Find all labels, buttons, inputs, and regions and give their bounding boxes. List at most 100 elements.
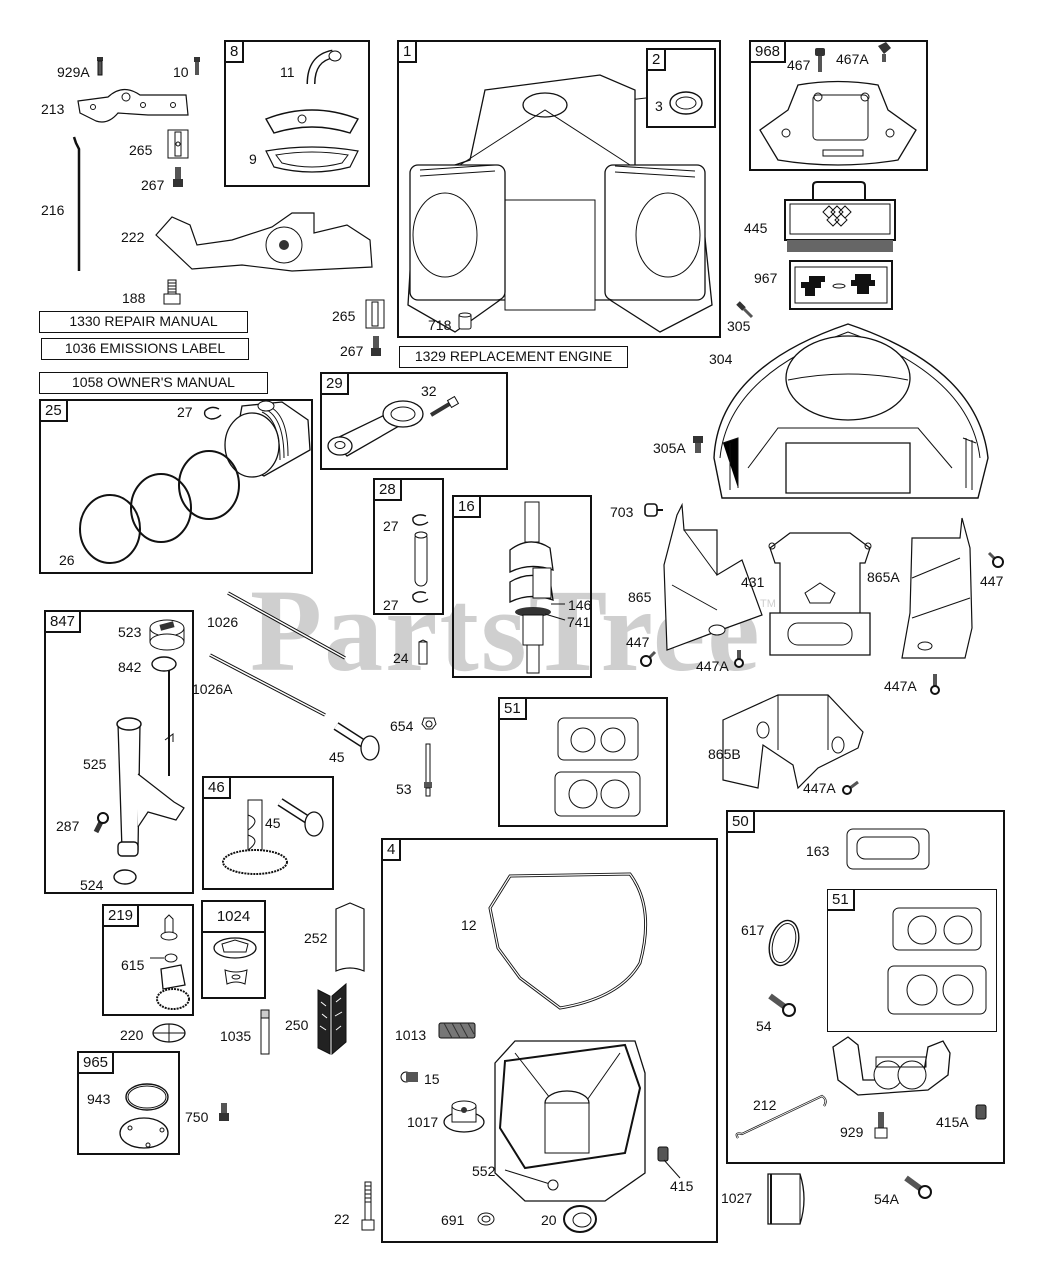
screw-icon[interactable]: [929, 674, 941, 696]
oil-pump-cover-icon[interactable]: [118, 1116, 170, 1150]
part-label-26[interactable]: 26: [59, 552, 75, 568]
part-label-213[interactable]: 213: [41, 101, 65, 117]
part-label-865[interactable]: 865: [628, 589, 652, 605]
part-label-691[interactable]: 691: [441, 1212, 465, 1228]
washer-icon[interactable]: [150, 952, 180, 964]
group-965-box[interactable]: 965: [77, 1051, 180, 1155]
governor-pin-icon[interactable]: [160, 915, 178, 943]
dipstick-icon[interactable]: [163, 670, 175, 780]
part-label-32[interactable]: 32: [421, 383, 437, 399]
part-label-615[interactable]: 615: [121, 957, 145, 973]
part-label-265[interactable]: 265: [332, 308, 356, 324]
note-replacement-engine[interactable]: 1329 REPLACEMENT ENGINE: [399, 346, 628, 368]
carburetor-adapter-icon[interactable]: [760, 528, 880, 658]
key-icon[interactable]: [418, 640, 428, 665]
part-label-11[interactable]: 11: [280, 64, 295, 80]
screw-icon[interactable]: [90, 812, 110, 836]
plug-icon[interactable]: [657, 1146, 669, 1162]
note-owners-manual[interactable]: 1058 OWNER'S MANUAL: [39, 372, 268, 394]
part-label-45[interactable]: 45: [329, 749, 345, 765]
group-219-box[interactable]: 219: [102, 904, 194, 1016]
part-label-304[interactable]: 304: [709, 351, 733, 367]
lower-baffle-icon[interactable]: [718, 690, 866, 790]
group-2-box[interactable]: 2: [646, 48, 716, 128]
muffler-gasket-icon[interactable]: [845, 827, 931, 871]
screw-icon[interactable]: [767, 993, 799, 1019]
wire-clip-icon[interactable]: [643, 502, 665, 520]
part-label-525[interactable]: 525: [83, 756, 107, 772]
crankshaft-icon[interactable]: [505, 500, 565, 675]
oil-filter-screen-mesh-icon[interactable]: [438, 1022, 478, 1040]
part-label-267[interactable]: 267: [141, 177, 165, 193]
part-label-447[interactable]: 447: [626, 634, 650, 650]
connecting-rod-icon[interactable]: [325, 400, 425, 460]
oil-filter-icon[interactable]: [766, 1172, 810, 1226]
part-label-750[interactable]: 750: [185, 1109, 209, 1125]
note-emissions-label[interactable]: 1036 EMISSIONS LABEL: [41, 338, 249, 360]
exhaust-gasket-ring-icon[interactable]: [766, 917, 802, 969]
exhaust-gaskets-icon[interactable]: [886, 904, 990, 1024]
part-label-252[interactable]: 252: [304, 930, 328, 946]
screw-icon[interactable]: [903, 1175, 935, 1201]
breather-gasket-icon[interactable]: [262, 145, 362, 177]
part-label-305[interactable]: 305: [727, 318, 751, 334]
stud-icon[interactable]: [422, 744, 434, 798]
retaining-clip-icon[interactable]: [410, 590, 430, 604]
part-label-27[interactable]: 27: [383, 597, 399, 613]
group-847-box[interactable]: 847: [44, 610, 194, 894]
rod-bolt-icon[interactable]: [429, 397, 459, 417]
oil-pump-rotor-icon[interactable]: [212, 936, 258, 960]
camshaft-icon[interactable]: [218, 790, 333, 885]
screw-icon[interactable]: [639, 650, 657, 668]
group-4-box[interactable]: 4: [381, 838, 718, 1243]
knob-icon[interactable]: [876, 42, 892, 64]
part-label-447A[interactable]: 447A: [803, 780, 836, 796]
part-label-1027[interactable]: 1027: [721, 1190, 753, 1206]
part-label-524[interactable]: 524: [80, 877, 104, 893]
part-label-54A[interactable]: 54A: [874, 1191, 899, 1207]
o-ring-icon[interactable]: [150, 655, 180, 673]
screw-icon[interactable]: [370, 336, 382, 358]
oil-seal-icon[interactable]: [562, 1204, 598, 1234]
group-29-box[interactable]: 29: [320, 372, 508, 470]
part-label-9[interactable]: 9: [249, 151, 257, 167]
seal-icon[interactable]: [477, 1212, 495, 1226]
part-label-20[interactable]: 20: [541, 1212, 557, 1228]
oil-pump-housing-icon[interactable]: [442, 1100, 486, 1134]
engine-block-icon[interactable]: [400, 70, 715, 335]
flange-bolt-icon[interactable]: [360, 1182, 376, 1232]
part-label-741[interactable]: 741: [567, 614, 591, 630]
bolt-icon[interactable]: [192, 57, 202, 77]
part-label-265[interactable]: 265: [129, 142, 153, 158]
screw-icon[interactable]: [840, 780, 860, 796]
part-label-467A[interactable]: 467A: [836, 51, 869, 67]
bolt-icon[interactable]: [873, 1112, 889, 1140]
bolt-icon[interactable]: [95, 57, 105, 77]
group-16-box[interactable]: 16: [452, 495, 592, 678]
part-label-865A[interactable]: 865A: [867, 569, 900, 585]
dipstick-cap-icon[interactable]: [148, 618, 188, 652]
group-28-box[interactable]: 28: [373, 478, 444, 615]
piston-rings-icon[interactable]: [75, 445, 245, 565]
retaining-clip-icon[interactable]: [201, 405, 223, 421]
group-46-box[interactable]: 46: [202, 776, 334, 890]
group-968-box[interactable]: 968: [749, 40, 928, 171]
part-label-27[interactable]: 27: [177, 404, 193, 420]
part-label-431[interactable]: 431: [741, 574, 765, 590]
part-label-222[interactable]: 222: [121, 229, 145, 245]
part-label-24[interactable]: 24: [393, 650, 409, 666]
part-label-1035[interactable]: 1035: [220, 1028, 252, 1044]
part-label-188[interactable]: 188: [122, 290, 146, 306]
part-label-54[interactable]: 54: [756, 1018, 772, 1034]
oil-pump-shaft-icon[interactable]: [258, 1008, 272, 1058]
part-label-718[interactable]: 718: [428, 317, 452, 333]
part-label-163[interactable]: 163: [806, 843, 830, 859]
seal-ring-icon[interactable]: [668, 90, 704, 116]
group-1024-box[interactable]: 1024: [201, 900, 266, 999]
part-label-250[interactable]: 250: [285, 1017, 309, 1033]
part-label-1026A[interactable]: 1026A: [192, 681, 233, 697]
governor-cup-icon[interactable]: [152, 1022, 186, 1044]
part-label-53[interactable]: 53: [396, 781, 412, 797]
clip-icon[interactable]: [365, 299, 385, 329]
retaining-clip-icon[interactable]: [410, 513, 430, 527]
